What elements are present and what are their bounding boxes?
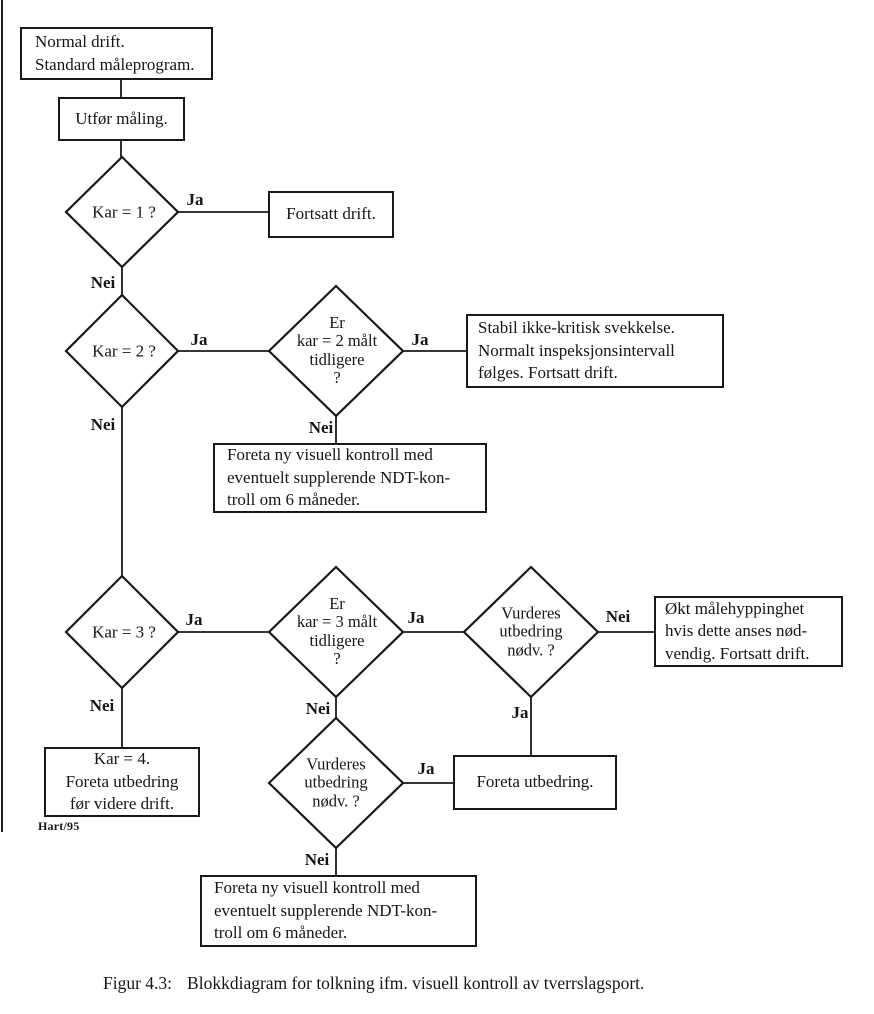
edge-label-nei-vurd2: Nei (304, 850, 330, 869)
scan-edge-line (1, 0, 3, 832)
edge-label-ja-vurd1: Ja (511, 703, 529, 722)
node-stable-box: Stabil ikke-kritisk svekkelse. Normalt i… (466, 314, 724, 388)
node-start-box: Normal drift. Standard måleprogram. (20, 27, 213, 80)
edge-label-ja-kar3: Ja (185, 610, 203, 629)
credit-text: Hart/95 (38, 819, 80, 833)
decision-vurd2-shape (267, 716, 405, 850)
node-continue-box: Fortsatt drift. (268, 191, 394, 238)
edge-label-ja-kar2: Ja (190, 330, 208, 349)
edge-label-nei-kar1: Nei (90, 273, 116, 292)
decision-kar3-shape (64, 574, 180, 690)
decision-vurd1-shape (462, 565, 600, 699)
decision-er3-shape (267, 565, 405, 699)
node-kar4-box: Kar = 4. Foreta utbedring før videre dri… (44, 747, 200, 817)
node-repair-box: Foreta utbedring. (453, 755, 617, 810)
edge-label-nei-er3: Nei (305, 699, 331, 718)
edge-label-nei-vurd1: Nei (605, 607, 631, 626)
decision-kar2-shape (64, 293, 180, 409)
edge-label-nei-kar2: Nei (90, 415, 116, 434)
figure-caption: Figur 4.3: Blokkdiagram for tolkning ifm.… (103, 973, 644, 994)
edge-label-ja-er2: Ja (411, 330, 429, 349)
figure-caption-text: Blokkdiagram for tolkning ifm. visuell k… (187, 973, 645, 993)
node-recheck1-box: Foreta ny visuell kontroll med eventuelt… (213, 443, 487, 513)
edge-label-ja-kar1: Ja (186, 190, 204, 209)
edge-label-nei-er2: Nei (308, 418, 334, 437)
node-increase-box: Økt målehyppinghet hvis dette anses nød-… (654, 596, 843, 667)
figure-caption-label: Figur 4.3: (103, 973, 173, 993)
decision-kar1-shape (64, 155, 180, 269)
decision-er2-shape (267, 284, 405, 418)
node-recheck2-box: Foreta ny visuell kontroll med eventuelt… (200, 875, 477, 947)
edge-label-ja-er3: Ja (407, 608, 425, 627)
edge-label-nei-kar3: Nei (89, 696, 115, 715)
edge-label-ja-vurd2: Ja (417, 759, 435, 778)
node-measure-box: Utfør måling. (58, 97, 185, 141)
